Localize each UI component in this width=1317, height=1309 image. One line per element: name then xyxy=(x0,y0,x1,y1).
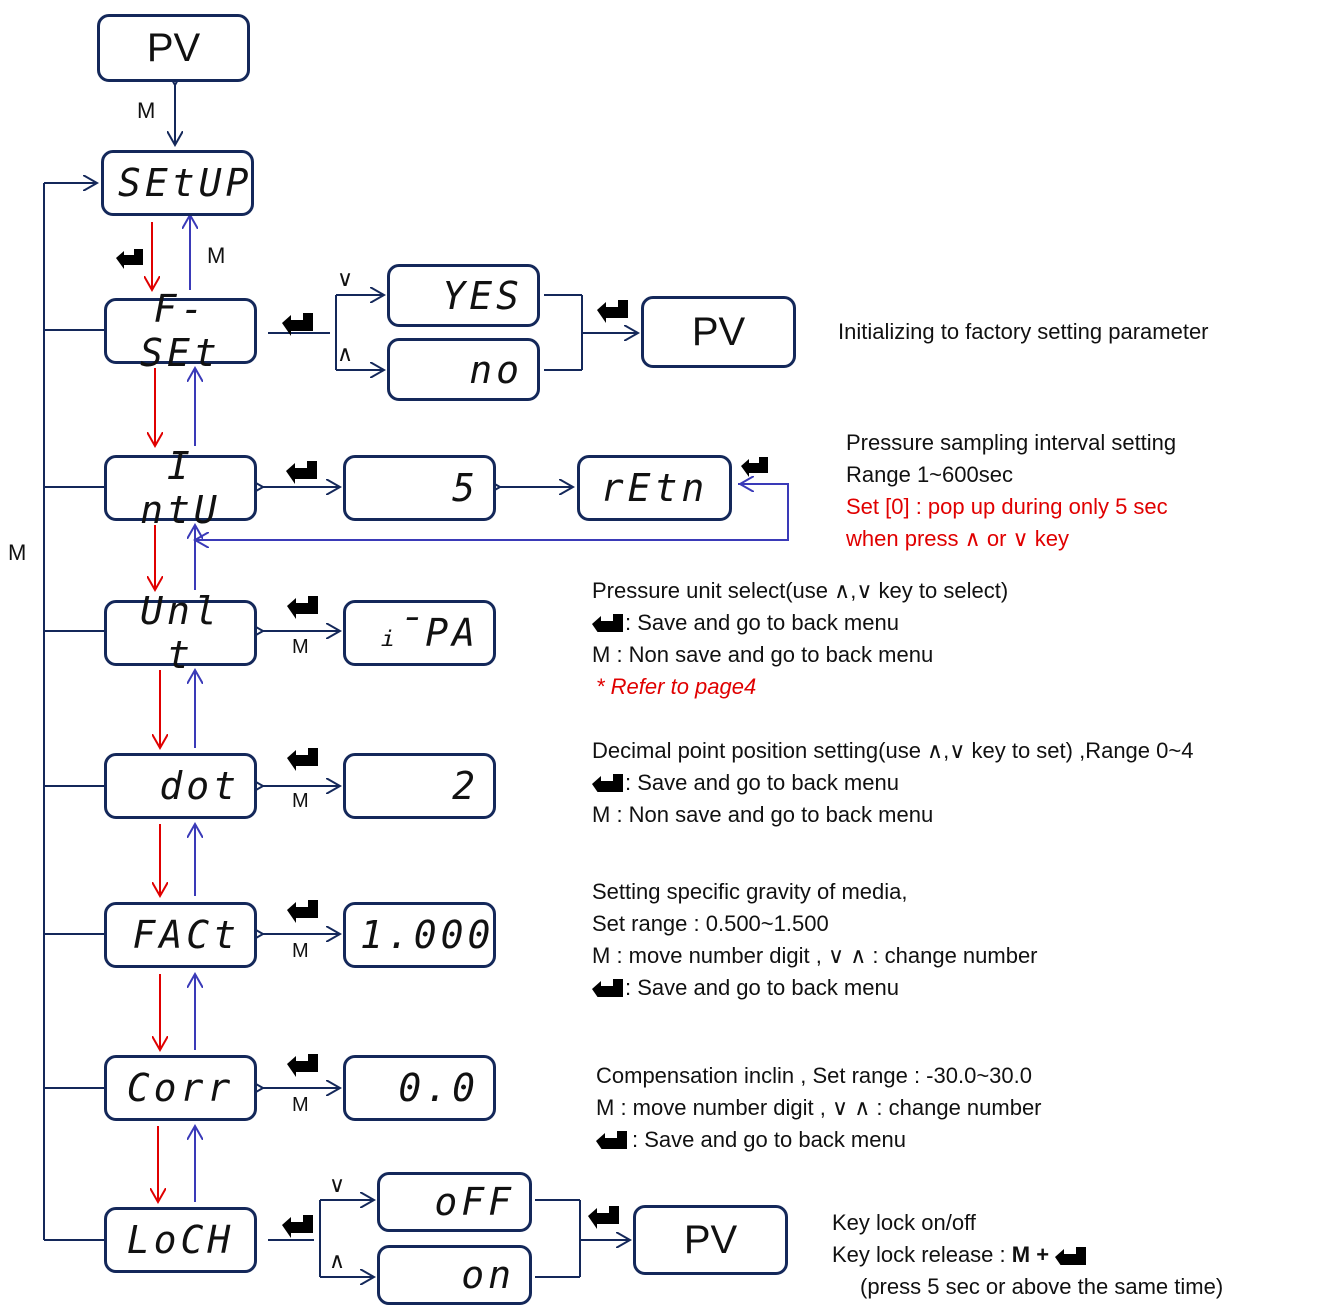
corr-note-2: M : move number digit , ∨ ∧ : change num… xyxy=(596,1095,1042,1120)
corr-value: 0.0 xyxy=(398,1066,479,1110)
enter-key-icon xyxy=(116,249,768,1238)
up-key-label: ∧ xyxy=(329,1248,346,1273)
dot-note-1: Decimal point position setting(use ∧,∨ k… xyxy=(592,738,1194,763)
unit-note-1: Pressure unit select(use ∧,∨ key to sele… xyxy=(592,578,1009,603)
pv-display-fset: PV xyxy=(641,296,796,368)
m-key-label: M xyxy=(292,1094,309,1116)
loch-label: LoCH xyxy=(126,1218,235,1262)
pv-label: PV xyxy=(691,309,746,354)
pv-label: PV xyxy=(683,1217,738,1262)
no-label: no xyxy=(469,347,523,392)
m-key-label: M xyxy=(292,790,309,812)
loch-display: LoCH xyxy=(104,1207,257,1273)
enter-key-icon xyxy=(592,774,623,792)
fact-note-2: Set range : 0.500~1.500 xyxy=(592,911,829,936)
enter-key-icon xyxy=(592,614,623,632)
unit-note-3: M : Non save and go to back menu xyxy=(592,642,934,667)
loch-note-2-text: Key lock release : xyxy=(832,1242,1012,1267)
fact-note-4: : Save and go to back menu xyxy=(625,975,899,1000)
no-display: no xyxy=(387,338,540,401)
intv-value-display: 5 xyxy=(343,455,496,521)
m-key-label: M xyxy=(8,540,27,565)
dot-label: dot xyxy=(159,764,240,808)
yes-display: YES xyxy=(387,264,540,327)
dot-display: dot xyxy=(104,753,257,819)
corr-note-3: : Save and go to back menu xyxy=(632,1127,906,1152)
loch-note-2: Key lock release : M + xyxy=(832,1239,1087,1271)
corr-note-1: Compensation inclin , Set range : -30.0~… xyxy=(596,1063,1032,1088)
dot-value-display: 2 xyxy=(343,753,496,819)
pv-label: PV xyxy=(146,25,201,70)
dot-note-2: : Save and go to back menu xyxy=(625,770,899,795)
fact-value-display: 1.000 xyxy=(343,902,496,968)
fact-display: FACt xyxy=(104,902,257,968)
on-display: on xyxy=(377,1245,532,1305)
m-key-label: M xyxy=(137,98,156,123)
down-key-label: ∨ xyxy=(337,266,354,291)
loch-note-1: Key lock on/off xyxy=(832,1210,976,1235)
retn-display: rEtn xyxy=(577,455,732,521)
down-key-label: ∨ xyxy=(329,1172,346,1197)
corr-label: Corr xyxy=(126,1066,235,1110)
intv-note-3: Set [0] : pop up during only 5 sec xyxy=(846,494,1168,519)
enter-key-icon xyxy=(592,979,623,997)
loch-note-2-keys: M + xyxy=(1011,1242,1056,1267)
retn-label: rEtn xyxy=(600,466,709,510)
unit-value: ᵢ̄PA xyxy=(375,611,479,655)
intv-value: 5 xyxy=(452,466,479,510)
fact-note-1: Setting specific gravity of media, xyxy=(592,879,908,904)
intv-label: I ntU xyxy=(140,444,221,532)
unit-value-display: ᵢ̄PA xyxy=(343,600,496,666)
fact-label: FACt xyxy=(132,913,240,957)
enter-key-icon xyxy=(596,1131,627,1149)
up-key-label: ∧ xyxy=(337,341,354,366)
unit-label: Unl t xyxy=(140,589,221,677)
off-label: oFF xyxy=(434,1180,515,1224)
pv-display-loch: PV xyxy=(633,1205,788,1275)
intv-note-1: Pressure sampling interval setting xyxy=(846,430,1177,455)
fset-display: F-SEt xyxy=(104,287,257,375)
intv-display: I ntU xyxy=(104,444,257,532)
on-label: on xyxy=(461,1253,515,1297)
fact-value: 1.000 xyxy=(360,913,495,957)
fset-note: Initializing to factory setting paramete… xyxy=(838,319,1209,344)
m-key-label: M xyxy=(292,940,309,962)
fact-note-3: M : move number digit , ∨ ∧ : change num… xyxy=(592,943,1038,968)
m-key-label: M xyxy=(207,243,226,268)
m-key-label: M xyxy=(292,636,309,658)
off-display: oFF xyxy=(377,1172,532,1232)
loch-note-3: (press 5 sec or above the same time) xyxy=(860,1274,1224,1299)
dot-value: 2 xyxy=(452,764,479,808)
enter-key-icon xyxy=(1055,1247,1087,1266)
unit-display: Unl t xyxy=(104,589,257,677)
setup-display: SEtUP xyxy=(101,150,254,216)
yes-label: YES xyxy=(442,273,523,318)
corr-value-display: 0.0 xyxy=(343,1055,496,1121)
dot-note-3: M : Non save and go to back menu xyxy=(592,802,934,827)
unit-note-2: : Save and go to back menu xyxy=(625,610,899,635)
intv-note-2: Range 1~600sec xyxy=(846,462,1013,487)
pv-display-top: PV xyxy=(97,14,250,82)
corr-display: Corr xyxy=(104,1055,257,1121)
fset-label: F-SEt xyxy=(140,287,221,375)
unit-note-4: * Refer to page4 xyxy=(596,674,757,699)
setup-label: SEtUP xyxy=(118,161,253,205)
intv-note-4: when press ∧ or ∨ key xyxy=(846,526,1069,551)
